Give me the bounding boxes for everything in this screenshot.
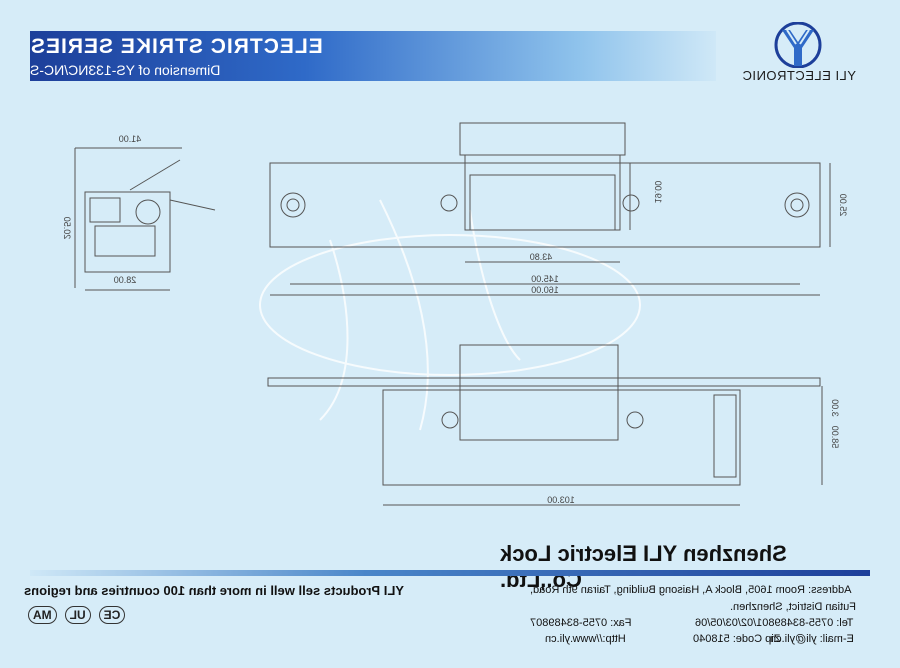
contact-address-1: Address: Room 1605, Block A, Haisong Bui… (530, 584, 852, 596)
contact-zip[interactable]: Zip Code: 518040 (693, 633, 781, 645)
top-view-drawing (269, 122, 831, 296)
contact-tel: Tel: 0755-83489801/02/03/05/06 (695, 617, 854, 629)
dim-label-103: 103.00 (547, 495, 575, 505)
side-view-drawing (74, 147, 216, 291)
dim-label-25: 25.00 (838, 194, 848, 217)
dim-label-160: 160.00 (531, 285, 559, 295)
contact-address-2: Futian District, Shenzhen. (730, 601, 856, 613)
footer-divider (30, 570, 870, 576)
ce-mark-icon: CE (98, 606, 126, 624)
company-tagline: YLI Products sell well in more than 100 … (24, 583, 404, 598)
ul-mark-icon: UL (64, 606, 91, 624)
bottom-view-drawing (267, 344, 823, 506)
dim-label-3: 3.00 (830, 399, 840, 417)
watermark (259, 199, 641, 431)
dim-label-145: 145.00 (531, 274, 559, 284)
certification-icons: CE UL MA (28, 604, 148, 626)
ma-mark-icon: MA (28, 606, 57, 624)
dim-label-20: 20.50 (62, 217, 72, 240)
dim-label-41: 41.00 (119, 134, 142, 144)
contact-fax: Fax: 0755-83489807 (530, 617, 632, 629)
contact-website[interactable]: Http://www.yli.cn (545, 633, 626, 645)
dim-label-19: 19.00 (653, 181, 663, 204)
contact-email: E-mail: yli@yli.cn (770, 633, 854, 645)
dim-label-58: 58.00 (830, 426, 840, 449)
dim-label-28: 28.00 (114, 275, 137, 285)
title-banner: ELECTRIC STRIKE SERIES Dimension of YS-1… (30, 31, 716, 81)
yli-logo-icon (774, 22, 822, 68)
dim-label-43: 43.80 (530, 252, 553, 262)
